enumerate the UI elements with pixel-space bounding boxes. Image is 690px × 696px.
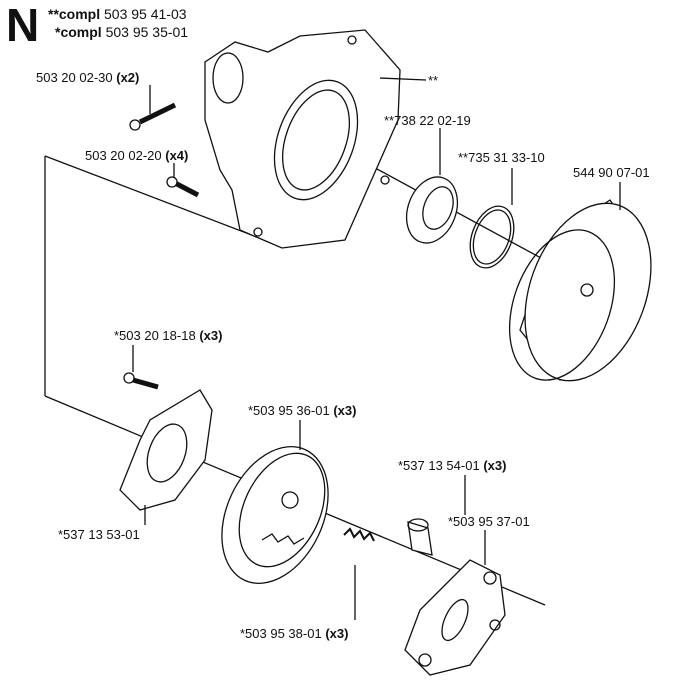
part-label: ** — [428, 73, 439, 88]
clutch-drum-544-90-07-01 — [508, 182, 652, 382]
part-label: **738 22 02-19 — [384, 113, 471, 128]
part-label: *503 95 37-01 — [448, 514, 530, 529]
assembly-label: **compl 503 95 41-03 — [48, 6, 187, 22]
leader-line — [379, 77, 427, 81]
part-label: 503 20 02-30 (x2) — [36, 70, 140, 85]
part-label: **735 31 33-10 — [458, 150, 545, 165]
assembly-label: *compl 503 95 35-01 — [55, 24, 189, 40]
bearing-738-22-02-19 — [405, 128, 459, 244]
part-label: *537 13 54-01 (x3) — [398, 458, 507, 473]
spring-503-95-38-01 — [343, 527, 375, 620]
section-letter: N — [6, 0, 40, 51]
screw-503-20-18-18 — [123, 345, 159, 390]
hub-plate-503-95-37-01 — [404, 530, 506, 676]
part-label: *537 13 53-01 — [58, 527, 140, 542]
circlip-735-31-33-10 — [469, 168, 515, 269]
bolt-503-20-02-30 — [129, 85, 177, 131]
part-label: *503 20 18-18 (x3) — [114, 328, 223, 343]
bolt-503-20-02-20 — [166, 163, 200, 198]
plate-537-13-53-01 — [119, 389, 213, 525]
part-label: 503 20 02-20 (x4) — [85, 148, 189, 163]
part-label: 544 90 07-01 — [573, 165, 650, 180]
part-label: *503 95 36-01 (x3) — [248, 403, 357, 418]
sleeve-537-13-54-01 — [407, 475, 466, 556]
part-label: *503 95 38-01 (x3) — [240, 626, 349, 641]
clutch-shoes-503-95-36-01 — [221, 420, 329, 584]
clutch-housing — [204, 29, 401, 249]
